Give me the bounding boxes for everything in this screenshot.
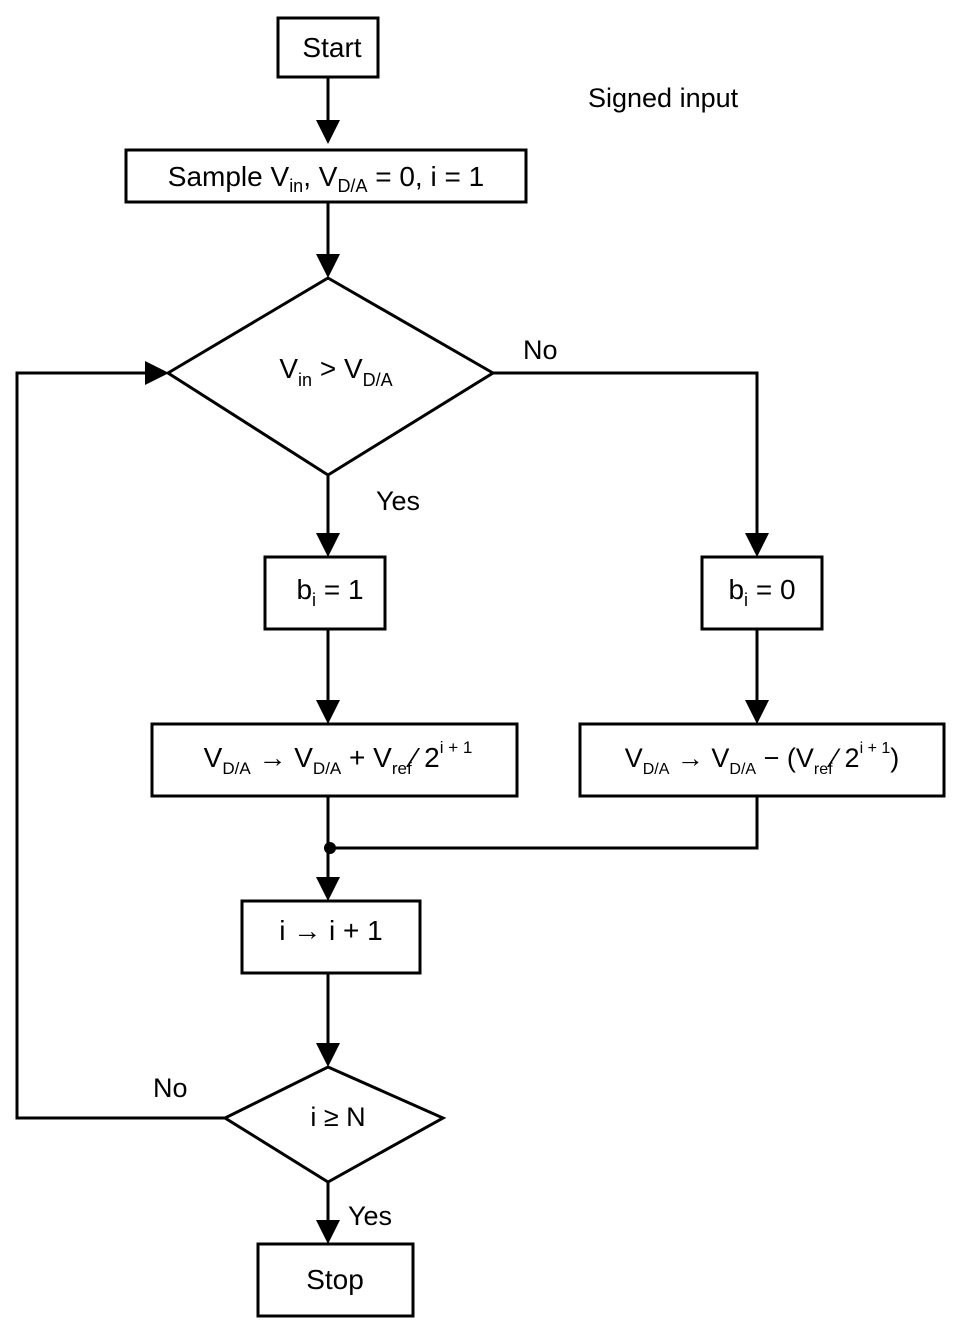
arrowhead-increment <box>316 877 340 901</box>
sample-node <box>124 148 528 204</box>
arrowhead-sample <box>316 120 340 144</box>
check-label: i ≥ N <box>310 1102 365 1132</box>
compare-no-label: No <box>523 335 558 365</box>
update-sub-label: VD/A → VD/A − (Vref⁄ 2i + 1) <box>625 740 900 778</box>
check-no-label: No <box>153 1073 188 1103</box>
edge-update-sub-join <box>328 796 759 850</box>
junction-dot <box>324 842 336 854</box>
increment-label: i → i + 1 <box>279 915 382 946</box>
edge-compare-no <box>493 371 759 536</box>
edge-check-no-loop <box>15 371 225 1120</box>
arrowhead-check <box>316 1043 340 1067</box>
stop-node <box>256 1242 415 1318</box>
arrowhead-update-add <box>316 700 340 724</box>
check-yes-label: Yes <box>348 1201 392 1231</box>
arrowhead-compare <box>316 254 340 278</box>
arrowhead-bit-zero <box>745 533 769 557</box>
update-add-label: VD/A → VD/A + Vref⁄ 2i + 1 <box>204 738 473 778</box>
bit-one-label: bi = 1 <box>296 574 363 610</box>
arrowhead-update-sub <box>745 700 769 724</box>
sample-label: Sample Vin, VD/A = 0, i = 1 <box>168 161 484 196</box>
start-label: Start <box>302 32 361 63</box>
arrowhead-bit-one <box>316 533 340 557</box>
update-sub-node <box>578 722 946 798</box>
arrowhead-stop <box>316 1220 340 1244</box>
update-add-node <box>150 722 519 798</box>
stop-label: Stop <box>306 1264 364 1295</box>
bit-zero-label: bi = 0 <box>728 574 795 610</box>
compare-label: Vin > VD/A <box>279 353 392 390</box>
compare-yes-label: Yes <box>376 486 420 516</box>
bit-zero-node <box>700 555 824 631</box>
diagram-title: Signed input <box>588 83 739 113</box>
arrowhead-loop <box>145 361 169 385</box>
increment-node <box>240 899 422 975</box>
bit-one-node <box>263 555 387 631</box>
